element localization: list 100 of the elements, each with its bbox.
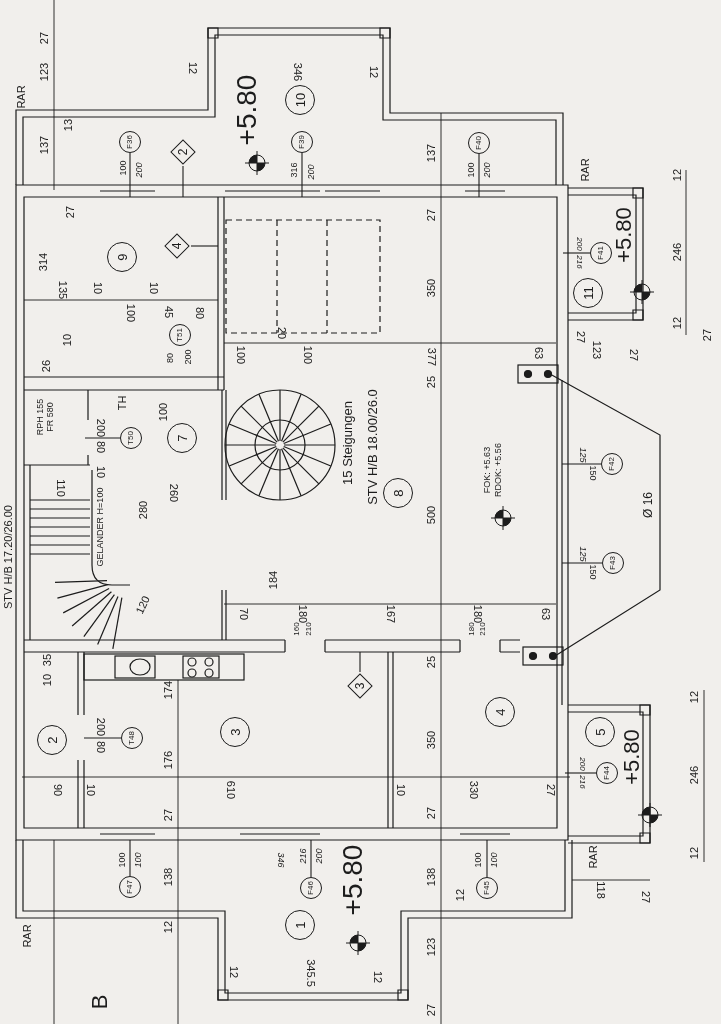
stair-note: STV H/B 17.20/26.00 [2, 505, 14, 609]
dimension-number: 100 [118, 160, 128, 176]
dimension-number: 176 [162, 750, 174, 770]
note-label: RAR [15, 85, 27, 109]
dimension-number: 200 [306, 164, 316, 180]
room-number-circle: 4 [485, 697, 515, 727]
opening-tag-circle: F40 [468, 132, 490, 154]
note-label: RAR [579, 158, 591, 182]
dimension-number: 316 [289, 162, 299, 178]
level-label: RDOK: +5.56 [493, 443, 503, 497]
dimension-number: 25 [425, 655, 437, 669]
dimension-number: 12 [367, 65, 379, 79]
dimension-number: 27 [627, 348, 639, 362]
dimension-number: 167 [384, 604, 396, 624]
room-number-circle: 7 [167, 423, 197, 453]
room-number-circle: 11 [573, 278, 603, 308]
dimension-number: 200 [482, 162, 492, 178]
opening-tag-circle: F47 [119, 876, 141, 898]
leader-line [83, 737, 122, 739]
opening-tag-circle: F45 [476, 877, 498, 899]
dimension-number: 246 [688, 765, 700, 785]
dimension-number: 216 [578, 775, 586, 789]
stair-note: STV H/B 18.00/26.0 [365, 389, 379, 505]
dimension-number: 100 [124, 303, 136, 323]
opening-tag-circle: F43 [602, 552, 624, 574]
dimension-number: 100 [301, 345, 313, 365]
dimension-number: 12 [671, 168, 683, 182]
note-label: FR 580 [45, 402, 55, 432]
dimension-number: 10 [94, 465, 106, 479]
note-label: RAR [21, 924, 33, 948]
dimension-number: 100 [234, 345, 246, 365]
dimension-number: 80 [94, 440, 106, 454]
dimension-number: 180 [468, 622, 476, 636]
dimension-number: 110 [54, 479, 66, 497]
dimension-number: 345.5 [304, 959, 316, 987]
dimension-number: 200 [314, 848, 324, 864]
dimension-number: 135 [56, 280, 68, 300]
dimension-number: 246 [671, 242, 683, 262]
dimension-number: 27 [574, 330, 586, 344]
dimension-number: 100 [473, 852, 483, 868]
dimension-number: 12 [688, 846, 700, 860]
dimension-number: 100 [117, 852, 127, 868]
dimension-number: 377 [425, 347, 437, 367]
opening-tag-circle: F44 [596, 762, 618, 784]
level-label: +5.80 [621, 729, 643, 785]
leader-line [562, 252, 591, 254]
dimension-number: 216 [298, 848, 308, 864]
dimension-number: 13 [62, 118, 74, 132]
leader-line [486, 839, 488, 878]
chimney-label: Ø 16 [642, 492, 654, 518]
leader-line [561, 562, 603, 564]
leader-line [301, 152, 303, 198]
dimension-number: 350 [425, 278, 437, 298]
dimension-number: 184 [267, 570, 279, 590]
leader-line [478, 153, 480, 198]
dimension-number: 10 [41, 673, 53, 687]
dimension-number: 200 [575, 237, 583, 251]
opening-tag-circle: F36 [119, 131, 141, 153]
room-number-circle: 1 [285, 910, 315, 940]
dimension-number: 200 [578, 757, 586, 771]
dimension-number: 200 [94, 717, 106, 737]
dimension-number: 25 [425, 375, 437, 389]
dimension-number: 27 [64, 205, 76, 219]
dimension-number: 12 [454, 888, 466, 902]
railing-note: GELANDER H=100 [95, 487, 105, 567]
dimension-number: 35 [41, 653, 53, 667]
dimension-number: 70 [237, 607, 249, 621]
axis-letter: B [89, 994, 111, 1010]
dimension-number: 27 [425, 806, 437, 820]
dimension-number: 10 [61, 333, 73, 347]
dimension-number: 125 [577, 546, 587, 562]
leader-line [359, 651, 361, 673]
dimension-number: 216 [575, 255, 583, 269]
dimension-number: 20 [275, 326, 287, 340]
leader-line [564, 772, 597, 774]
dimension-number: 150 [587, 465, 597, 481]
dimension-number: 63 [539, 607, 551, 621]
opening-tag-circle: T51 [169, 324, 191, 346]
dimension-number: 80 [94, 740, 106, 754]
room-number-circle: 8 [383, 478, 413, 508]
dimension-number: 125 [577, 447, 587, 463]
dimension-number: 123 [38, 62, 50, 82]
dimension-number: 10 [84, 783, 96, 797]
leader-line [310, 839, 312, 878]
room-number-circle: 3 [220, 717, 250, 747]
note-label: RPH 155 [35, 398, 45, 436]
dimension-number: 27 [639, 890, 651, 904]
dimension-number: 330 [467, 780, 479, 800]
dimension-number: 123 [425, 937, 437, 957]
dimension-number: 80 [165, 353, 175, 363]
level-label: +5.80 [233, 74, 261, 146]
dimension-number: 12 [671, 316, 683, 330]
leader-line [84, 437, 121, 439]
dimension-number: 12 [371, 970, 383, 984]
leader-line [190, 245, 219, 247]
dimension-number: 12 [186, 61, 198, 75]
dimension-number: 260 [167, 483, 179, 503]
level-label: FOK: +5.63 [482, 446, 492, 494]
dimension-number: 137 [425, 143, 437, 163]
dimension-number: 27 [701, 328, 713, 342]
